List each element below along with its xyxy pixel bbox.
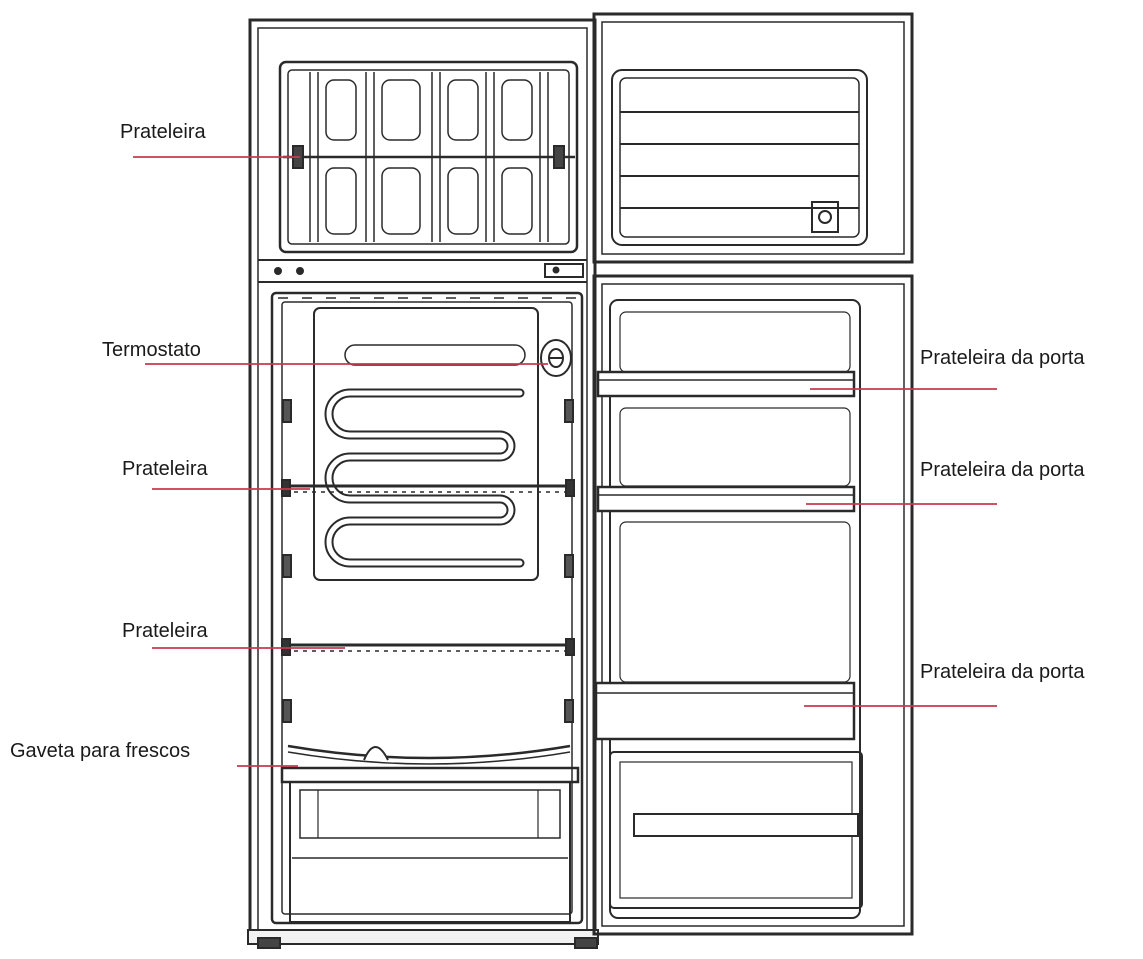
door-shelf-bottom <box>594 681 856 741</box>
freezer-shelf <box>309 72 549 242</box>
label-fridge-shelf-upper: Prateleira <box>122 458 208 480</box>
cabinet <box>247 18 599 949</box>
crisper-drawer <box>280 744 580 923</box>
door-shelf-top <box>596 370 856 398</box>
label-crisper-drawer: Gaveta para frescos <box>10 740 191 762</box>
label-door-shelf-middle: Prateleira da porta <box>920 459 1085 481</box>
label-door-shelf-top: Prateleira da porta <box>920 347 1085 369</box>
fridge-shelf-lower <box>281 638 575 656</box>
fridge-shelf-upper <box>281 479 575 497</box>
freezer-door <box>592 12 914 264</box>
fridge-compartment <box>270 291 584 925</box>
label-freezer-shelf: Prateleira <box>120 121 206 143</box>
thermostat-knob <box>540 339 572 377</box>
fridge-door <box>592 274 914 936</box>
evaporator-coil <box>313 307 539 581</box>
divider-strip <box>258 259 587 283</box>
door-shelf-middle <box>596 485 856 513</box>
door-bin <box>609 751 863 909</box>
label-thermostat: Termostato <box>102 339 201 361</box>
label-door-shelf-bottom: Prateleira da porta <box>920 661 1085 683</box>
label-fridge-shelf-lower: Prateleira <box>122 620 208 642</box>
